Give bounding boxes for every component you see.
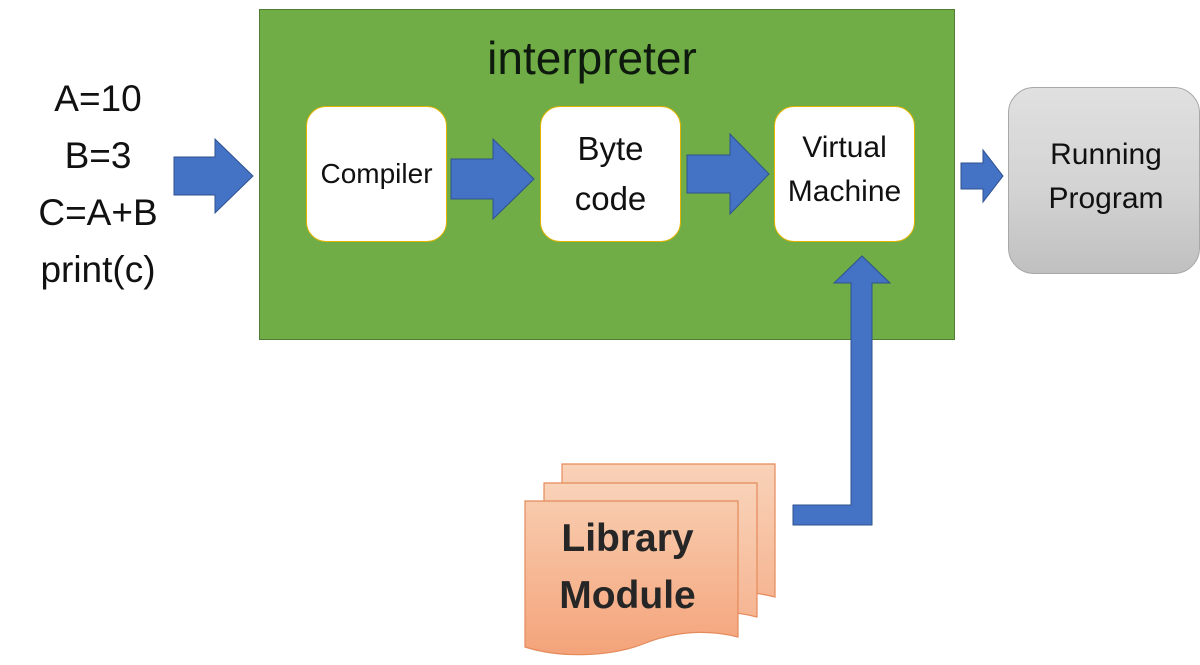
library-module-label: Library Module: [525, 510, 730, 624]
source-code-block: A=10 B=3 C=A+B print(c): [18, 70, 178, 298]
arrow-bytecode-to-vm: [686, 132, 770, 216]
bytecode-box: Byte code: [540, 106, 681, 242]
arrow-library-to-vm: [792, 255, 892, 526]
running-program-box: Running Program: [1008, 87, 1200, 274]
arrow-compiler-to-bytecode: [450, 137, 535, 221]
source-code-line: B=3: [64, 135, 132, 176]
interpreter-title: interpreter: [487, 32, 697, 84]
compiler-box: Compiler: [306, 106, 447, 242]
arrow-interpreter-to-running: [960, 148, 1004, 204]
running-program-label-line: Program: [1048, 182, 1164, 215]
source-code-line: C=A+B: [38, 192, 158, 233]
source-code-line: A=10: [54, 78, 142, 119]
compiler-label: Compiler: [320, 158, 433, 189]
bytecode-label-line: code: [574, 180, 647, 217]
virtual-machine-label-line: Virtual: [802, 131, 887, 164]
virtual-machine-box: Virtual Machine: [774, 106, 915, 242]
running-program-label-line: Running: [1050, 138, 1162, 171]
virtual-machine-label-line: Machine: [787, 175, 902, 208]
bytecode-label-line: Byte: [577, 130, 644, 167]
library-module-label-line: Module: [559, 574, 696, 617]
library-document-front: [524, 500, 739, 656]
arrow-source-to-interpreter: [173, 137, 254, 215]
library-module-label-line: Library: [561, 517, 694, 560]
source-code-line: print(c): [40, 249, 156, 290]
